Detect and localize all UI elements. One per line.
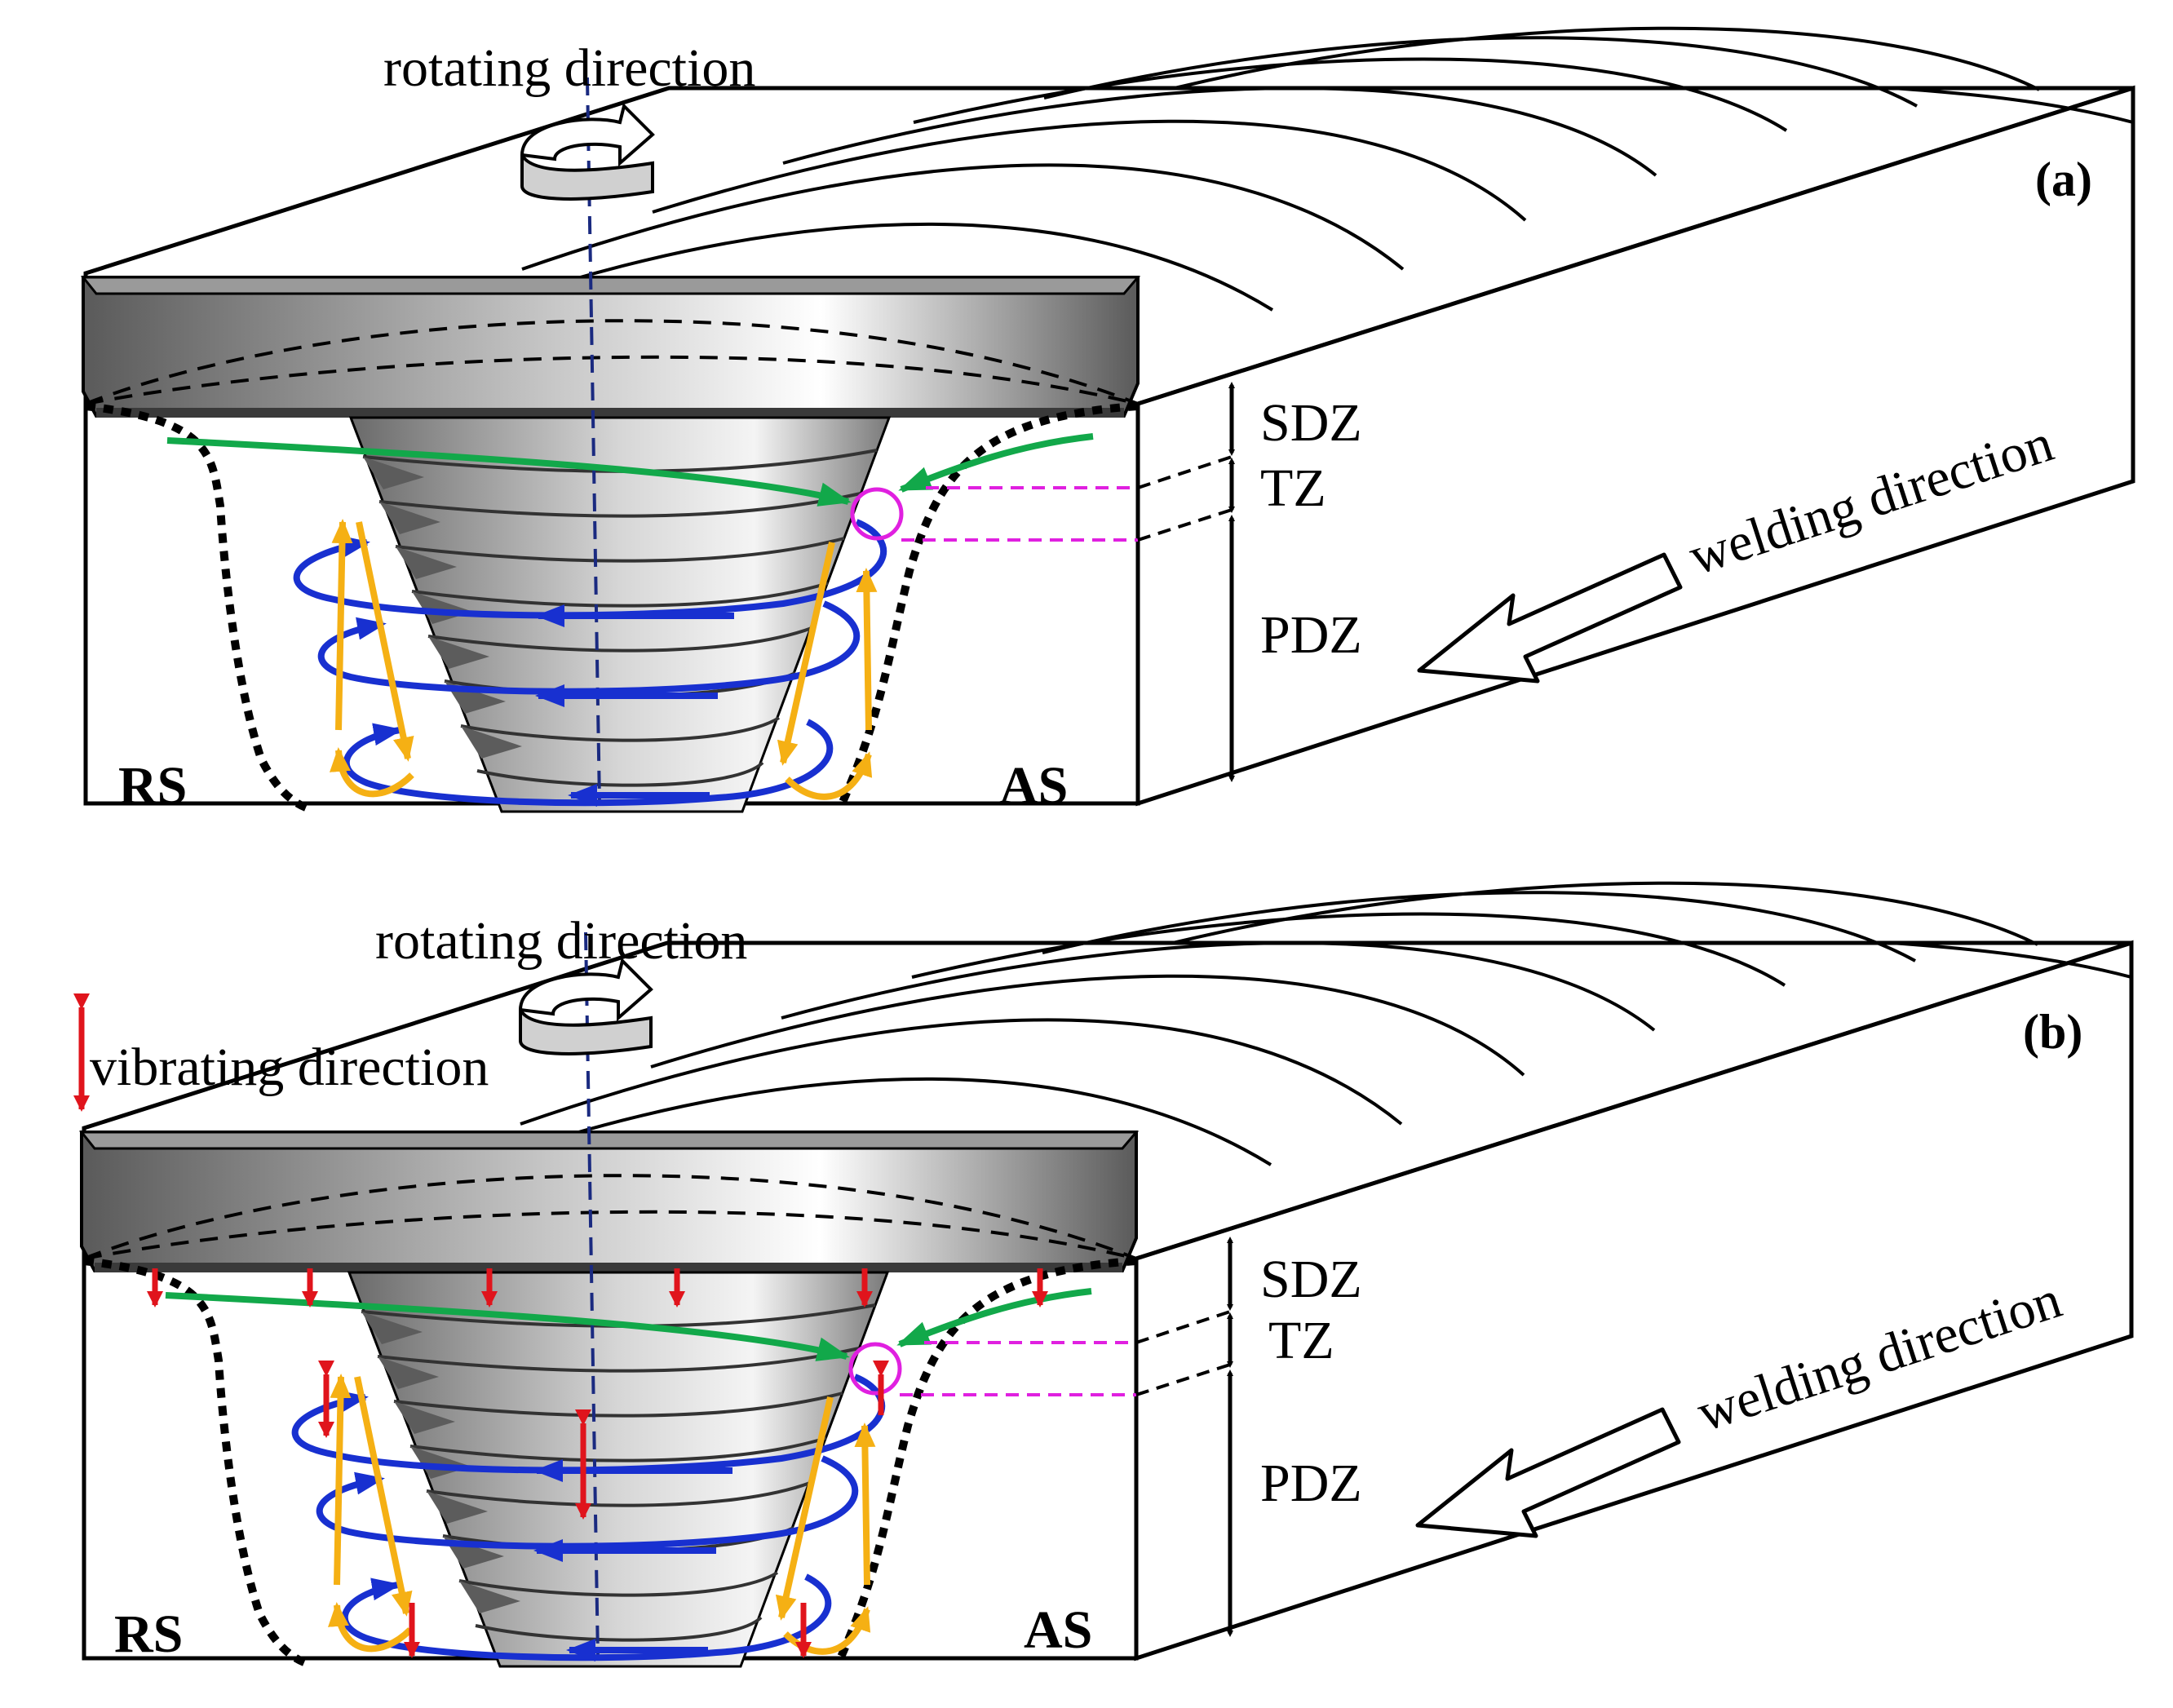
- panel-tag: (b): [2023, 1005, 2082, 1059]
- retreating-side-label: RS: [118, 756, 187, 816]
- advancing-side-label: AS: [999, 756, 1068, 816]
- vibrating-direction-label: vibrating direction: [90, 1038, 489, 1097]
- vibration-arrows: [73, 993, 1048, 1658]
- retreating-side-label: RS: [114, 1604, 183, 1664]
- panel-a: rotating direction (a) SDZ TZ PDZ weldin…: [83, 29, 2133, 816]
- rotating-direction-label: rotating direction: [383, 38, 755, 98]
- panel-tag: (a): [2035, 153, 2092, 206]
- sdz-label: SDZ: [1260, 1250, 1362, 1309]
- advancing-side-label: AS: [1024, 1600, 1092, 1660]
- tz-label: TZ: [1268, 1311, 1334, 1370]
- rotating-direction-label: rotating direction: [375, 911, 747, 971]
- pdz-label: PDZ: [1260, 605, 1362, 665]
- pdz-label: PDZ: [1260, 1454, 1362, 1513]
- tz-label: TZ: [1260, 458, 1326, 518]
- sdz-label: SDZ: [1260, 393, 1362, 453]
- panel-b: rotating direction vibrating direction (…: [73, 883, 2131, 1666]
